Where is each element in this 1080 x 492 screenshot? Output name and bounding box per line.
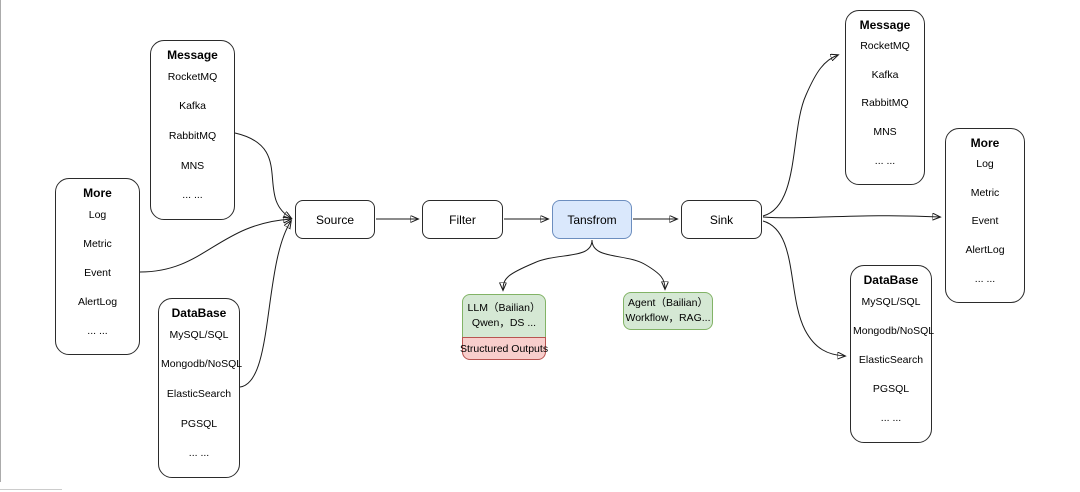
llm-line1: LLM（Bailian） <box>467 302 541 315</box>
node-label: Source <box>315 212 355 227</box>
list-item: AlertLog <box>965 244 1005 257</box>
connector-transform-to-llm[interactable] <box>503 239 593 290</box>
list-item: MySQL/SQL <box>861 295 921 308</box>
list-item: MNS <box>873 126 897 139</box>
connector-transform-to-agent[interactable] <box>591 239 665 289</box>
node-label: Tansfrom <box>567 212 617 227</box>
connector-left-message-to-source[interactable] <box>234 132 291 218</box>
node-filter[interactable]: Filter <box>422 200 503 239</box>
list-item: ... ... <box>874 154 896 167</box>
list-item: Event <box>84 266 111 279</box>
connector-left-database-to-source[interactable] <box>239 221 291 388</box>
list-item: Event <box>971 215 999 228</box>
node-title: DataBase <box>863 273 919 287</box>
node-label: Sink <box>709 212 734 227</box>
node-title: DataBase <box>171 306 227 320</box>
node-source-database[interactable]: DataBase MySQL/SQL Mongodb/NoSQL ElasticSe… <box>158 298 243 478</box>
list-item: PGSQL <box>180 417 218 430</box>
list-item: RabbitMQ <box>168 129 217 142</box>
node-sink-database[interactable]: DataBase MySQL/SQL Mongodb/NoSQL ElasticSe… <box>850 265 935 443</box>
llm-line2: Qwen，DS ... <box>471 317 537 329</box>
structured-outputs-badge[interactable]: Structured Outputs <box>460 337 548 360</box>
node-llm[interactable]: LLM（Bailian） Qwen，DS ... Structured Outp… <box>460 294 548 360</box>
list-item: Metric <box>83 237 112 250</box>
connector-left-more-to-source[interactable] <box>139 219 291 273</box>
list-item: ElasticSearch <box>858 353 924 366</box>
canvas-left-edge <box>0 0 1 482</box>
connector-sink-to-right-more[interactable] <box>762 216 940 218</box>
list-item: Log <box>88 208 107 221</box>
node-agent[interactable]: Agent（Bailian） Workflow，RAG... <box>623 292 713 330</box>
list-item: ... ... <box>182 189 203 202</box>
list-item: RocketMQ <box>860 40 910 53</box>
llm-body: LLM（Bailian） Qwen，DS ... <box>462 294 546 338</box>
node-title: Message <box>167 48 218 62</box>
list-item: RabbitMQ <box>861 97 909 110</box>
list-item: AlertLog <box>77 295 118 308</box>
node-source[interactable]: Source <box>295 200 375 239</box>
list-item: MySQL/SQL <box>169 328 229 341</box>
list-item: Kafka <box>179 100 206 113</box>
node-title: More <box>83 186 112 200</box>
canvas-bottom-edge <box>0 489 62 490</box>
agent-line2: Workflow，RAG... <box>625 312 711 324</box>
node-sink[interactable]: Sink <box>681 200 762 239</box>
node-label: Filter <box>449 212 476 227</box>
list-item: ... ... <box>880 412 902 425</box>
agent-line1: Agent（Bailian） <box>628 297 708 310</box>
node-transform[interactable]: Tansfrom <box>552 200 632 239</box>
list-item: ElasticSearch <box>166 387 232 400</box>
node-title: More <box>970 136 1000 150</box>
list-item: ... ... <box>974 272 996 285</box>
list-item: Metric <box>970 186 1000 199</box>
list-item: Mongodb/NoSQL <box>161 358 243 371</box>
connector-sink-to-right-message[interactable] <box>762 55 838 217</box>
list-item: Kafka <box>871 68 899 81</box>
list-item: Mongodb/NoSQL <box>853 324 935 337</box>
list-item: PGSQL <box>872 383 910 396</box>
list-item: ... ... <box>87 324 108 337</box>
node-title: Message <box>859 18 911 32</box>
list-item: ... ... <box>188 447 210 460</box>
connector-sink-to-right-database[interactable] <box>762 220 845 356</box>
list-item: MNS <box>180 159 205 172</box>
list-item: RocketMQ <box>167 70 218 83</box>
list-item: Log <box>976 158 994 171</box>
